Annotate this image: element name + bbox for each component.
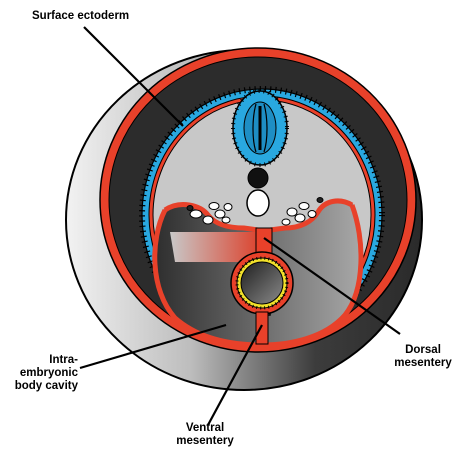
- notochord: [247, 167, 269, 189]
- leader-dorsal-mesentery: [263, 237, 401, 335]
- label-body-cavity-line3: body cavity: [14, 380, 78, 392]
- mesonephric-tubules-right: [281, 197, 324, 226]
- mesonephric-tubules-left: [186, 202, 233, 225]
- label-body-cavity-line2: embryonic: [19, 367, 78, 379]
- label-body-cavity-line1: Intra-: [49, 354, 78, 366]
- leader-surface-ectoderm: [83, 26, 184, 127]
- label-surface-ectoderm: Surface ectoderm: [32, 10, 130, 22]
- neural-tube: [231, 89, 289, 167]
- ventral-mesentery-tissue: [255, 311, 269, 345]
- label-dorsal-line2: mesentery: [394, 357, 452, 369]
- label-dorsal-line1: Dorsal: [405, 344, 441, 356]
- leader-body-cavity: [79, 323, 227, 370]
- label-intraembryonic-body-cavity: Intra- embryonic body cavity: [6, 354, 78, 393]
- leader-lines: [79, 26, 401, 426]
- gut-tube: [230, 251, 294, 315]
- label-dorsal-mesentery: Dorsal mesentery: [384, 344, 462, 370]
- label-ventral-mesentery: Ventral mesentery: [164, 422, 246, 448]
- dorsal-aorta: [246, 189, 270, 217]
- label-ventral-line2: mesentery: [176, 435, 234, 447]
- leader-ventral-mesentery: [207, 324, 263, 426]
- label-ventral-line1: Ventral: [185, 422, 225, 434]
